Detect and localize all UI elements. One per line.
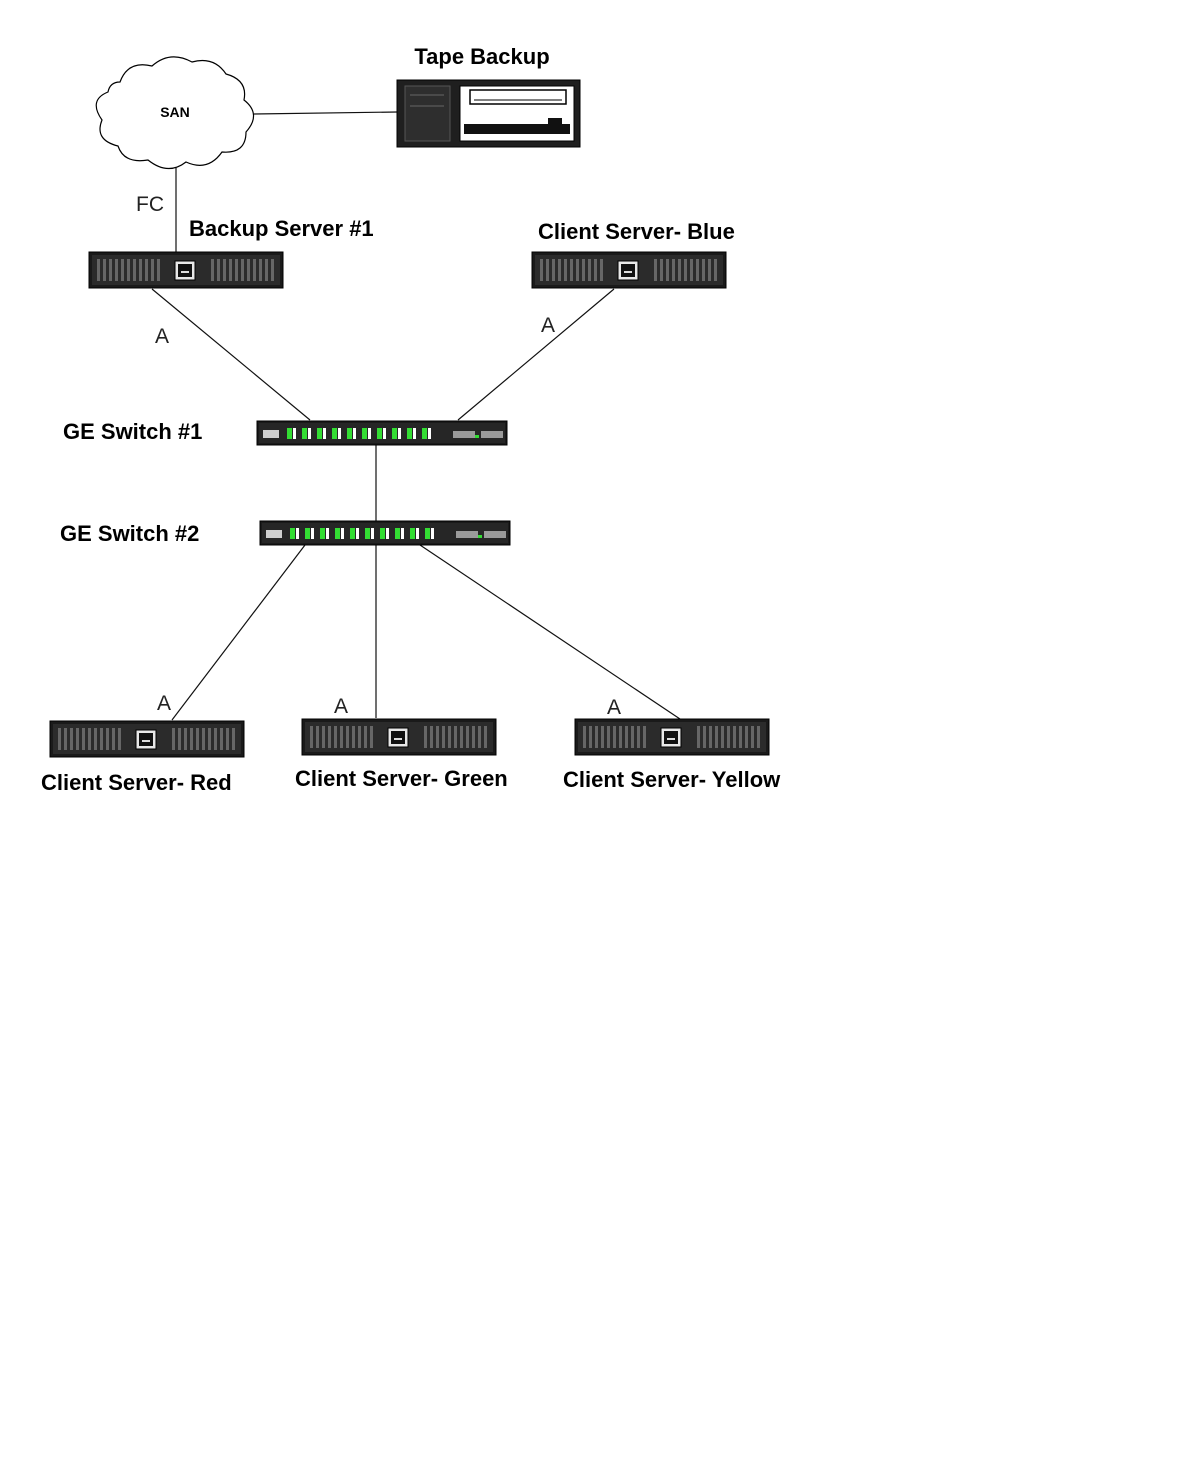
link-san-tape — [253, 111, 398, 115]
link-switch2-yellow — [419, 544, 681, 720]
backup-server-label: Backup Server #1 — [189, 216, 374, 241]
edge-label-backup-switch1: A — [155, 325, 169, 348]
client-server-red-label: Client Server- Red — [41, 770, 232, 795]
client-server-green-icon — [301, 718, 497, 756]
tape-backup-label: Tape Backup — [414, 44, 549, 69]
link-switch2-red — [171, 544, 306, 721]
edge-label-blue-switch1: A — [541, 314, 555, 337]
ge-switch-1-icon — [256, 420, 508, 446]
edge-label-fc: FC — [136, 193, 164, 216]
san-label: SAN — [160, 104, 190, 120]
client-server-yellow-icon — [574, 718, 770, 756]
client-server-yellow-label: Client Server- Yellow — [563, 767, 781, 792]
san-cloud-icon — [95, 56, 255, 170]
ge-switch-2-label: GE Switch #2 — [60, 521, 199, 546]
client-server-green-label: Client Server- Green — [295, 766, 508, 791]
ge-switch-1-label: GE Switch #1 — [63, 419, 202, 444]
client-server-blue-icon — [531, 251, 727, 289]
tape-backup-icon — [396, 79, 581, 148]
link-blue-switch1 — [457, 288, 615, 421]
ge-switch-2-icon — [259, 520, 511, 546]
client-server-blue-label: Client Server- Blue — [538, 219, 735, 244]
client-server-red-icon — [49, 720, 245, 758]
edge-label-switch2-yellow: A — [607, 696, 621, 719]
link-backup-server-switch1 — [151, 288, 311, 421]
backup-server-icon — [88, 251, 284, 289]
edge-label-switch2-green: A — [334, 695, 348, 718]
edge-label-switch2-red: A — [157, 692, 171, 715]
